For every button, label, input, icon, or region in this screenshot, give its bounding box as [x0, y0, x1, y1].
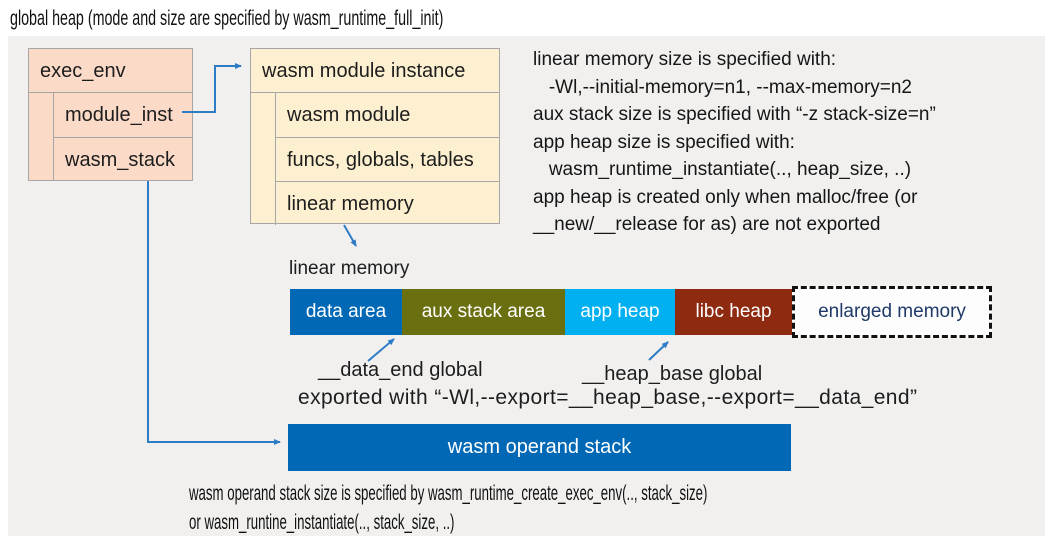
- linear-memory-bar: data area aux stack area app heap libc h…: [290, 289, 792, 335]
- wasm-operand-stack-bar: wasm operand stack: [288, 424, 791, 471]
- segment-enlarged-memory: enlarged memory: [792, 286, 992, 338]
- module-instance-title: wasm module instance: [251, 49, 499, 93]
- exec-env-box: exec_env module_inst wasm_stack: [28, 48, 193, 181]
- segment-app-heap: app heap: [565, 289, 675, 335]
- operand-stack-note: wasm operand stack size is specified by …: [189, 482, 708, 534]
- segment-libc-heap: libc heap: [675, 289, 792, 335]
- memory-config-notes: linear memory size is specified with: -W…: [533, 49, 936, 235]
- module-instance-field-linear-memory: linear memory: [275, 181, 499, 225]
- data-end-global-label: __data_end global: [318, 359, 483, 381]
- exec-env-field-module-inst: module_inst: [53, 93, 192, 137]
- segment-data-area: data area: [290, 289, 402, 335]
- heap-base-global-label: __heap_base global: [582, 363, 763, 385]
- module-instance-field-wasm-module: wasm module: [275, 93, 499, 137]
- module-instance-box: wasm module instance wasm module funcs, …: [250, 48, 500, 225]
- module-instance-field-funcs-globals-tables: funcs, globals, tables: [275, 137, 499, 181]
- segment-aux-stack-area: aux stack area: [402, 289, 565, 335]
- export-note: exported with “-Wl,--export=__heap_base,…: [298, 386, 918, 409]
- exec-env-title: exec_env: [29, 49, 192, 93]
- page-title: global heap (mode and size are specified…: [10, 7, 444, 30]
- wasm-operand-stack-label: wasm operand stack: [447, 436, 632, 458]
- linear-memory-label: linear memory: [289, 258, 410, 279]
- exec-env-field-wasm-stack: wasm_stack: [53, 137, 192, 181]
